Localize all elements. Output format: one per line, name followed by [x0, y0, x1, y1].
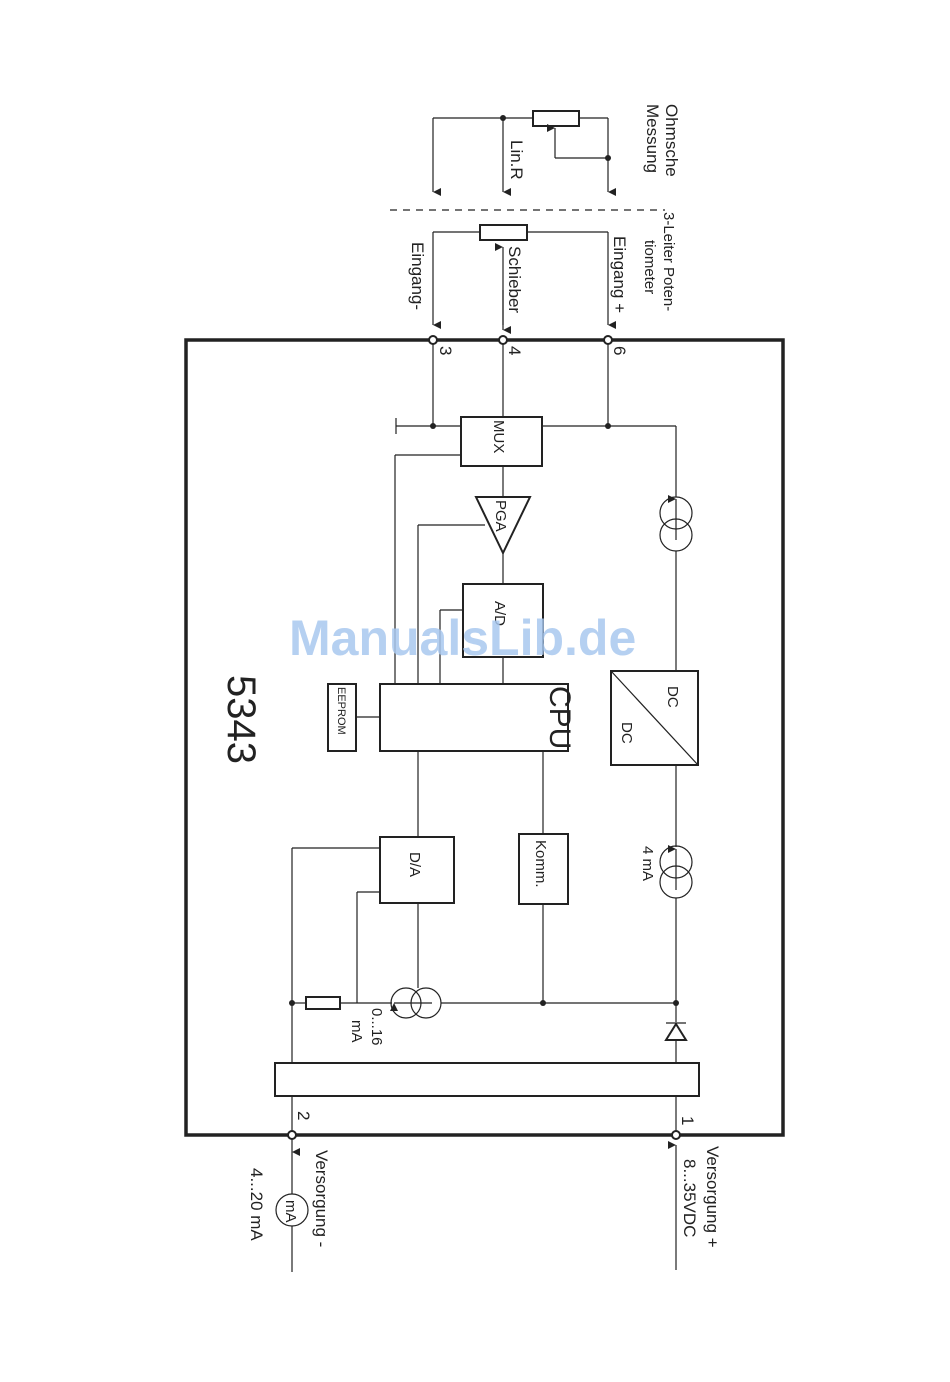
terminal-3-label: 3: [436, 346, 455, 355]
supply-minus-label-line2: 4...20 mA: [247, 1168, 266, 1241]
terminal-1: [672, 1131, 680, 1139]
pga-label: PGA: [492, 500, 509, 532]
pot-label-line2: tiometer: [641, 240, 658, 294]
da-label: D/A: [406, 852, 423, 877]
terminal-6-label: 6: [610, 346, 629, 355]
output-stage-bar: [275, 1063, 699, 1096]
komm-label: Komm.: [532, 840, 549, 888]
terminal-4-label: 4: [505, 346, 524, 355]
cpu-block: [380, 684, 568, 751]
ohmic-label-line1: Ohmsche: [662, 104, 681, 177]
terminal-6: [604, 336, 612, 344]
terminal-3: [429, 336, 437, 344]
cpu-label: CPU: [543, 686, 576, 749]
eeprom-label: EEPROM: [335, 687, 347, 735]
source-4ma-label: 4 mA: [639, 846, 656, 881]
meter-label: mA: [282, 1200, 299, 1223]
supply-plus-label-line1: Versorgung +: [703, 1146, 722, 1248]
ohmic-resistor: [533, 111, 579, 126]
current-source-4ma: [660, 846, 692, 898]
terminal-2-label: 2: [294, 1111, 313, 1120]
protection-diode: [666, 1023, 686, 1040]
dc-output-label: DC: [618, 722, 635, 744]
source-0-16-label-line1: 0...16: [368, 1008, 385, 1046]
sense-resistor: [306, 997, 340, 1009]
input-plus-label: Eingang +: [610, 236, 629, 313]
potentiometer: [480, 225, 527, 240]
model-number: 5343: [219, 675, 263, 764]
dc-dc-converter: [611, 671, 698, 765]
input-minus-label: Eingang-: [408, 242, 427, 310]
ohmic-label-line2: Messung: [643, 104, 662, 173]
supply-minus-label-line1: Versorgung -: [312, 1150, 331, 1247]
terminal-1-label: 1: [678, 1116, 697, 1125]
terminal-4: [499, 336, 507, 344]
watermark: ManualsLib.de: [289, 610, 636, 666]
wiper-label: Schieber: [505, 246, 524, 313]
current-source-0-16ma: [391, 988, 441, 1018]
terminal-2: [288, 1131, 296, 1139]
current-source-top: [660, 497, 692, 551]
pot-label-line1: 3-Leiter Poten-: [660, 212, 677, 311]
source-0-16-label-line2: mA: [348, 1020, 365, 1043]
supply-plus-label-line2: 8...35VDC: [680, 1159, 699, 1237]
mux-label: MUX: [490, 420, 507, 453]
dc-input-label: DC: [664, 686, 681, 708]
lin-r-label: Lin.R: [507, 140, 526, 180]
